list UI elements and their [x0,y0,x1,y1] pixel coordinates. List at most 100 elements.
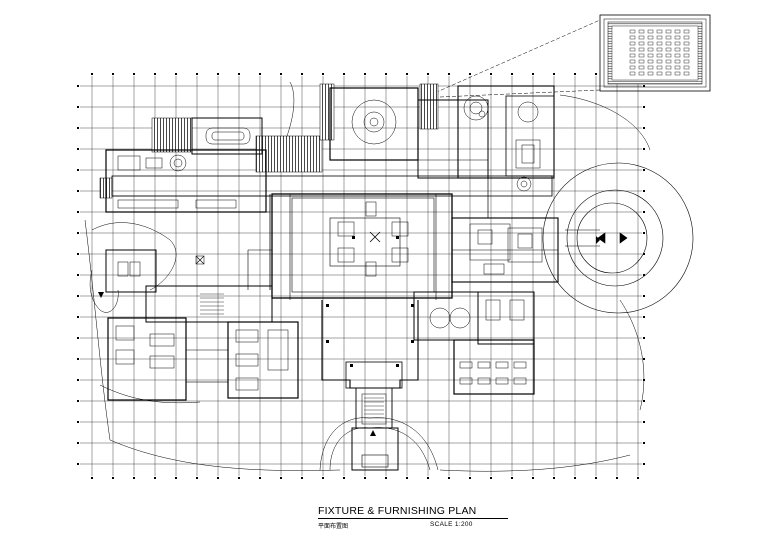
inset-seat [656,41,663,46]
grid-tick [77,127,79,129]
inset-seat [683,65,690,70]
grid-markers [77,73,645,479]
grid-tick [511,73,513,75]
grid-tick [77,253,79,255]
grid-tick [77,316,79,318]
grid-tick [364,477,366,479]
title-subline: 平面布置图 SCALE 1:200 [318,521,508,531]
drawing-subtitle-cn: 平面布置图 [318,523,349,530]
grid-tick [238,477,240,479]
grid-tick [77,85,79,87]
inset-seat [638,47,645,52]
title-block: FIXTURE & FURNISHING PLAN 平面布置图 SCALE 1:… [318,505,508,531]
inset-seat [629,41,636,46]
inset-seat [656,29,663,34]
grid-tick [532,477,534,479]
grid-tick [259,477,261,479]
grid-tick [77,442,79,444]
grid-tick [643,106,645,108]
grid-tick [154,73,156,75]
inset-seat [638,71,645,76]
grid-tick [77,190,79,192]
inset-seat [629,59,636,64]
grid-tick [643,148,645,150]
inset-seat [629,47,636,52]
inset-seat [629,65,636,70]
grid-tick [643,400,645,402]
inset-seat [638,29,645,34]
grid-tick [643,211,645,213]
grid-tick [77,148,79,150]
grid-tick [385,73,387,75]
grid-tick [427,73,429,75]
inset-seat [683,29,690,34]
furniture [115,95,541,419]
grid-tick [643,253,645,255]
grid-tick [643,295,645,297]
inset-seat [638,59,645,64]
inset-seat [629,29,636,34]
grid-tick [490,73,492,75]
grid-tick [196,477,198,479]
inset-seat [665,59,672,64]
grid-tick [643,337,645,339]
grid-tick [112,477,114,479]
grid-tick [643,442,645,444]
grid-tick [77,211,79,213]
grid-tick [343,73,345,75]
grid-tick [280,477,282,479]
drawing-scale: SCALE 1:200 [430,521,473,528]
inset-seat [674,35,681,40]
grid-tick [77,169,79,171]
inset-seat [674,47,681,52]
grid-tick [469,73,471,75]
grid-tick [77,232,79,234]
inset-seat [647,29,654,34]
grid-tick [511,477,513,479]
inset-seat [665,65,672,70]
grid-tick [406,73,408,75]
inset-seat [638,65,645,70]
column-grid [80,76,642,476]
grid-tick [280,73,282,75]
grid-tick [175,73,177,75]
inset-seat [656,59,663,64]
inset-seat [638,41,645,46]
grid-tick [133,477,135,479]
grid-tick [91,73,93,75]
inset-seat [647,41,654,46]
inset-seat [674,65,681,70]
inset-seat [674,41,681,46]
grid-tick [322,73,324,75]
grid-tick [448,73,450,75]
grid-tick [643,358,645,360]
inset-seat [683,41,690,46]
inset-seat [656,71,663,76]
grid-tick [91,477,93,479]
grid-tick [616,477,618,479]
grid-tick [77,400,79,402]
grid-tick [469,477,471,479]
grid-tick [77,379,79,381]
grid-tick [553,73,555,75]
inset-detail [429,14,711,98]
inset-seat [656,53,663,58]
inset-seat [683,53,690,58]
inset-seat [665,29,672,34]
inset-seat [665,53,672,58]
grid-tick [77,295,79,297]
grid-tick [77,337,79,339]
grid-tick [196,73,198,75]
grid-tick [532,73,534,75]
inset-seat [665,71,672,76]
grid-tick [643,463,645,465]
grid-tick [643,421,645,423]
inset-seat [647,59,654,64]
grid-tick [77,106,79,108]
inset-seat [683,35,690,40]
grid-tick [301,73,303,75]
inset-seat [656,47,663,52]
grid-tick [490,477,492,479]
inset-seat [665,35,672,40]
grid-tick [385,477,387,479]
